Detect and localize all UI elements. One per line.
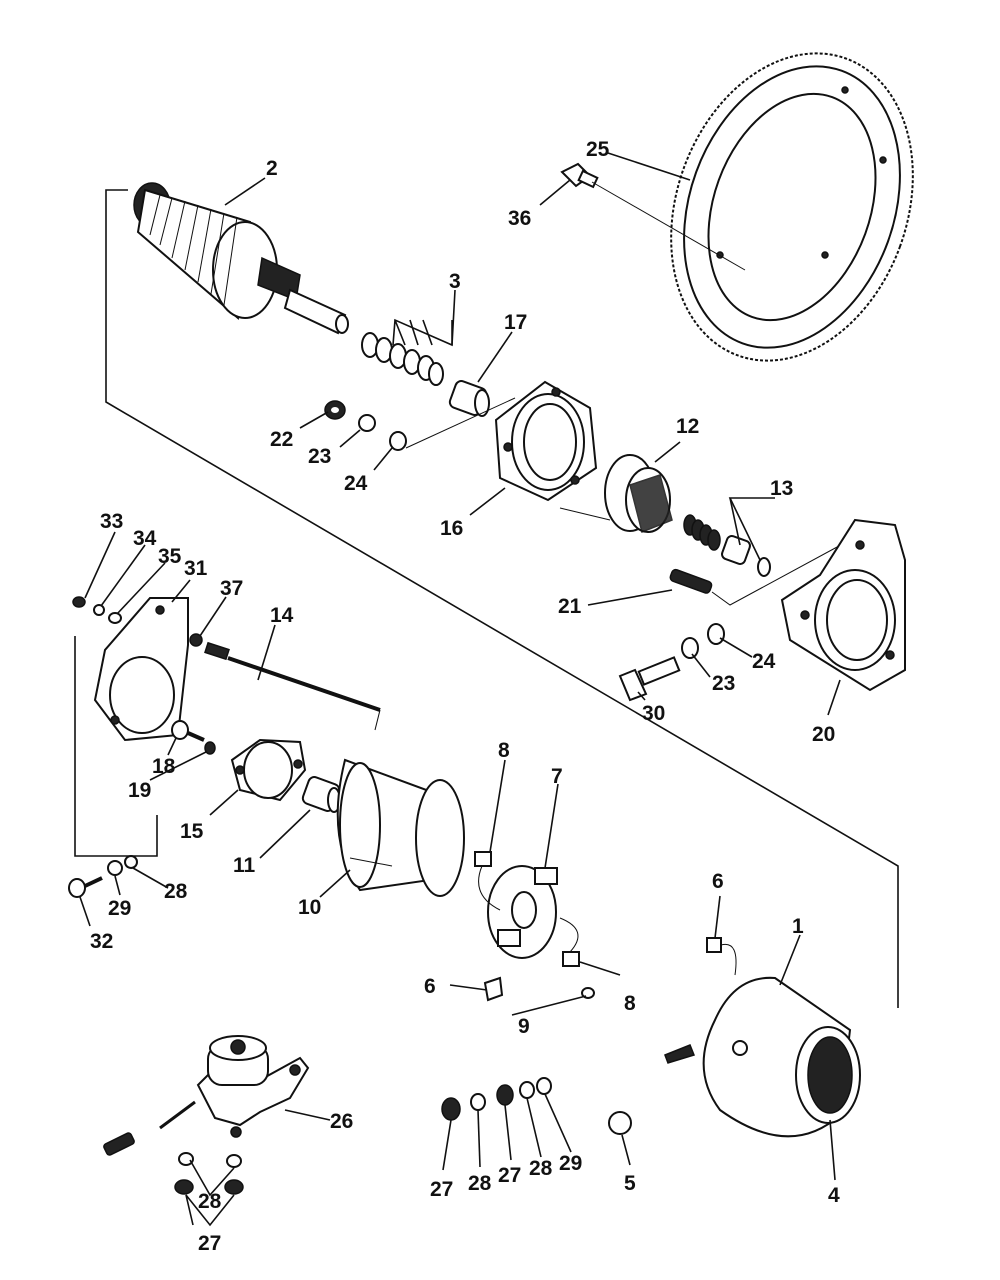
spring-collar-set — [683, 514, 771, 577]
mounting-plate — [72, 596, 203, 742]
leader-lines — [79, 152, 841, 1227]
callout-33: 33 — [100, 510, 123, 533]
callout-37: 37 — [220, 577, 243, 600]
callout-28-left: 28 — [164, 880, 188, 903]
callout-9: 9 — [518, 1015, 530, 1038]
callout-10: 10 — [298, 896, 321, 919]
plate-bolt-set — [68, 855, 138, 898]
armature — [133, 182, 349, 335]
callout-5: 5 — [624, 1172, 636, 1195]
callout-23-right: 23 — [712, 672, 735, 695]
solenoid — [103, 1035, 310, 1195]
callout-27-c: 27 — [198, 1232, 221, 1255]
callout-32: 32 — [90, 930, 113, 953]
end-bracket — [780, 518, 906, 692]
callout-6-top: 6 — [712, 870, 724, 893]
callout-34: 34 — [133, 527, 157, 550]
through-bolt — [204, 641, 381, 731]
callout-28-b: 28 — [529, 1157, 553, 1180]
callout-28-a: 28 — [468, 1172, 492, 1195]
callout-36: 36 — [508, 207, 531, 230]
callout-17: 17 — [504, 311, 527, 334]
callout-16: 16 — [440, 517, 463, 540]
callout-20: 20 — [812, 723, 835, 746]
callout-8-bottom: 8 — [624, 992, 636, 1015]
callout-23: 23 — [308, 445, 331, 468]
callout-27-a: 27 — [430, 1178, 453, 1201]
washer-stack-upper — [324, 397, 516, 451]
callout-12: 12 — [676, 415, 699, 438]
callout-31: 31 — [184, 557, 208, 580]
bushing-upper — [448, 380, 490, 417]
callout-26: 26 — [330, 1110, 353, 1133]
drive-pinion-gear — [559, 454, 673, 534]
bushing-lower — [301, 776, 341, 813]
commutator-end-cap — [230, 738, 307, 802]
callout-13: 13 — [770, 477, 793, 500]
callout-8-top: 8 — [498, 739, 510, 762]
callout-15: 15 — [180, 820, 204, 843]
callout-19: 19 — [128, 779, 151, 802]
callout-29-b: 29 — [559, 1152, 582, 1175]
field-housing — [664, 937, 861, 1138]
callout-29-left: 29 — [108, 897, 131, 920]
callout-18: 18 — [152, 755, 176, 778]
ring-gear-bolt — [560, 162, 746, 271]
terminal-hardware — [441, 1077, 632, 1135]
callout-30: 30 — [642, 702, 665, 725]
callout-24: 24 — [344, 472, 368, 495]
thrust-washers — [361, 332, 444, 386]
callout-6-left: 6 — [424, 975, 436, 998]
callout-1: 1 — [792, 915, 804, 938]
callout-24-right: 24 — [752, 650, 776, 673]
drive-end-housing — [494, 380, 598, 502]
callout-14: 14 — [270, 604, 294, 627]
callout-21: 21 — [558, 595, 582, 618]
callout-2: 2 — [266, 157, 278, 180]
callout-4: 4 — [828, 1184, 840, 1207]
bracket-bolt-set — [618, 623, 725, 702]
callout-3: 3 — [449, 270, 461, 293]
callout-35: 35 — [158, 545, 182, 568]
callout-25: 25 — [586, 138, 610, 161]
frame-band — [336, 758, 465, 897]
callout-28-c: 28 — [198, 1190, 222, 1213]
callout-labels: 2 3 17 25 36 22 23 24 16 12 13 21 24 23 … — [90, 138, 840, 1255]
callout-22: 22 — [270, 428, 293, 451]
callout-27-b: 27 — [498, 1164, 521, 1187]
brush-plate — [474, 851, 595, 1002]
screw-washer-set — [171, 720, 216, 755]
ring-gear — [670, 52, 914, 362]
return-spring — [669, 539, 851, 606]
callout-11: 11 — [233, 854, 256, 877]
callout-7: 7 — [551, 765, 563, 788]
